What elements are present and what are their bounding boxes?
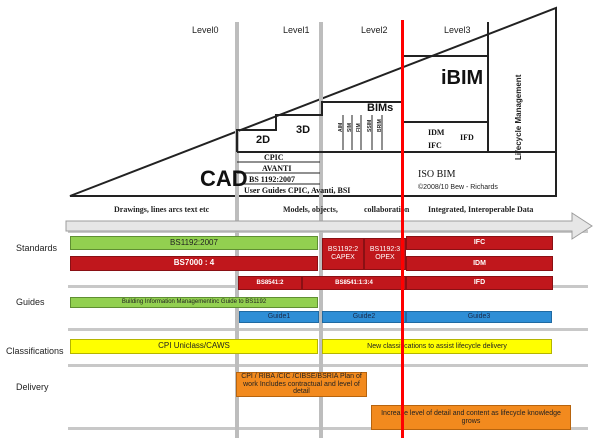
model-label-brim: BRIM xyxy=(377,119,383,132)
new-classifications-bar: New classifications to assist lifecycle … xyxy=(322,339,552,354)
ifc-label: IFC xyxy=(428,141,442,150)
guide3-bar: Guide3 xyxy=(406,311,552,323)
level1-label: Level1 xyxy=(283,25,310,35)
progress-arrow xyxy=(65,212,593,240)
increase-detail-box: Increase level of detail and content as … xyxy=(371,405,571,430)
caption-models: Models, objects, xyxy=(283,205,338,214)
model-label-fim: FIM xyxy=(356,123,362,132)
bs1192-2007-bar: BS1192:2007 xyxy=(70,236,318,250)
ifd-label: IFD xyxy=(460,133,474,142)
caption-collaboration: collaboration xyxy=(364,205,410,214)
cad-label: CAD xyxy=(200,166,248,191)
guide1-bar: Guide1 xyxy=(239,311,319,323)
idm-label: IDM xyxy=(428,128,445,137)
standards-stack-lines xyxy=(237,161,320,185)
copyright-label: ©2008/10 Bew - Richards xyxy=(418,183,498,191)
stack-bs1192: BS 1192:2007 xyxy=(249,175,295,184)
3d-label: 3D xyxy=(296,124,310,136)
guide2-bar: Guide2 xyxy=(322,311,406,323)
torn-edge xyxy=(553,5,600,196)
ifc-bar: IFC xyxy=(406,236,553,250)
2d-label: 2D xyxy=(256,134,270,146)
stack-avanti: AVANTI xyxy=(262,164,292,173)
bim-guide-bar: Building Information Managementinc Guide… xyxy=(70,297,318,308)
lifecycle-management-label: Lifecycle Management xyxy=(514,74,523,160)
level0-label: Level0 xyxy=(192,25,219,35)
bs1192-3-opex-box: BS1192:3 OPEX xyxy=(364,238,406,270)
level2-label: Level2 xyxy=(361,25,388,35)
iso-bim-divider-line xyxy=(401,20,404,438)
maturity-steps xyxy=(236,22,556,153)
idm-bar: IDM xyxy=(406,256,553,271)
model-label-sim: SIM xyxy=(347,123,353,132)
model-label-aim: AIM xyxy=(338,123,344,132)
row-label-classifications: Classifications xyxy=(6,346,64,356)
caption-integrated: Integrated, Interoperable Data xyxy=(428,205,533,214)
model-ticks xyxy=(342,115,383,150)
row-label-standards: Standards xyxy=(16,243,58,253)
ifd-bar: IFD xyxy=(406,276,553,290)
model-label-ssim: SSIM xyxy=(367,120,373,132)
bs8541-134-bar: BS8541:1:3:4 xyxy=(302,276,406,290)
plan-of-work-box: CPI / RIBA /CIC /CIBSE/BSRIA Plan of wor… xyxy=(236,372,367,397)
stack-user-guides: User Guides CPIC, Avanti, BSI xyxy=(244,186,350,195)
row-label-delivery: Delivery xyxy=(16,382,49,392)
bs8541-2-bar: BS8541:2 xyxy=(238,276,302,290)
maturity-triangle xyxy=(69,6,557,197)
cpi-uniclass-caws-bar: CPI Uniclass/CAWS xyxy=(70,339,318,354)
stack-cpic: CPIC xyxy=(264,153,284,162)
row-label-guides: Guides xyxy=(16,297,45,307)
bs7000-bar: BS7000 : 4 xyxy=(70,256,318,271)
iso-bim-label: ISO BIM xyxy=(418,169,456,180)
level3-label: Level3 xyxy=(444,25,471,35)
bims-label: BIMs xyxy=(367,102,393,114)
ibim-label: iBIM xyxy=(441,67,483,89)
caption-drawings: Drawings, lines arcs text etc xyxy=(114,205,210,214)
bs1192-2-capex-box: BS1192:2 CAPEX xyxy=(322,238,364,270)
